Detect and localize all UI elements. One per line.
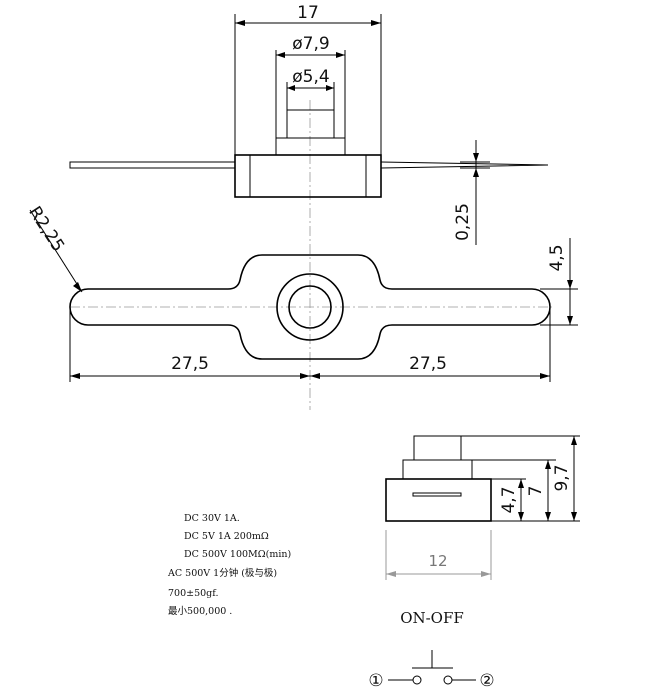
dim-r225: R2,25 xyxy=(24,203,68,256)
side-collar xyxy=(402,459,473,480)
plan-view: R2,25 4,5 27,5 27,5 xyxy=(24,203,578,382)
lead-right xyxy=(380,161,549,169)
dim-ø79: ø7,9 xyxy=(292,34,329,54)
dim-17: 17 xyxy=(297,3,319,23)
spec-line-5: 700±50gf. xyxy=(168,588,218,599)
side-slot xyxy=(412,492,462,497)
dim-45: 4,5 xyxy=(547,244,567,271)
button-top xyxy=(286,109,335,139)
dim-275-right: 27,5 xyxy=(409,354,447,374)
spec-line-4: AC 500V 1分钟 (极与极) xyxy=(167,567,277,579)
top-view: 17 ø7,9 ø5,4 0,25 xyxy=(69,3,549,410)
button-collar xyxy=(275,137,346,156)
side-body xyxy=(385,478,492,522)
spec-line-2: DC 5V 1A 200mΩ xyxy=(184,531,269,542)
radius-leader xyxy=(29,209,83,293)
spec-line-1: DC 30V 1A. xyxy=(184,513,240,524)
inner-hole xyxy=(288,285,332,329)
dim-275-left: 27,5 xyxy=(171,354,209,374)
side-view: 4,7 7 9,7 12 xyxy=(385,435,580,580)
terminal-1-label: ① xyxy=(368,671,383,691)
plate-outline xyxy=(69,254,551,360)
switch-label: ON-OFF xyxy=(400,609,464,627)
spec-line-3: DC 500V 100MΩ(min) xyxy=(184,549,291,560)
switch-body xyxy=(234,154,382,198)
spec-line-6: 最小500,000 . xyxy=(168,606,232,617)
switch-schematic: ON-OFF ① ② xyxy=(368,609,494,691)
contact-right xyxy=(443,675,453,685)
dim-025: 0,25 xyxy=(453,203,473,241)
dim-7: 7 xyxy=(526,486,546,497)
outer-ring xyxy=(276,273,344,341)
dim-97: 9,7 xyxy=(552,464,572,491)
contact-left xyxy=(412,675,422,685)
dim-47: 4,7 xyxy=(499,486,519,513)
dim-ø54: ø5,4 xyxy=(292,67,329,87)
dim-12: 12 xyxy=(428,552,447,570)
lead-left xyxy=(69,161,235,169)
side-button xyxy=(413,435,462,461)
terminal-2-label: ② xyxy=(479,671,494,691)
spec-notes: DC 30V 1A. DC 5V 1A 200mΩ DC 500V 100MΩ(… xyxy=(167,513,291,617)
